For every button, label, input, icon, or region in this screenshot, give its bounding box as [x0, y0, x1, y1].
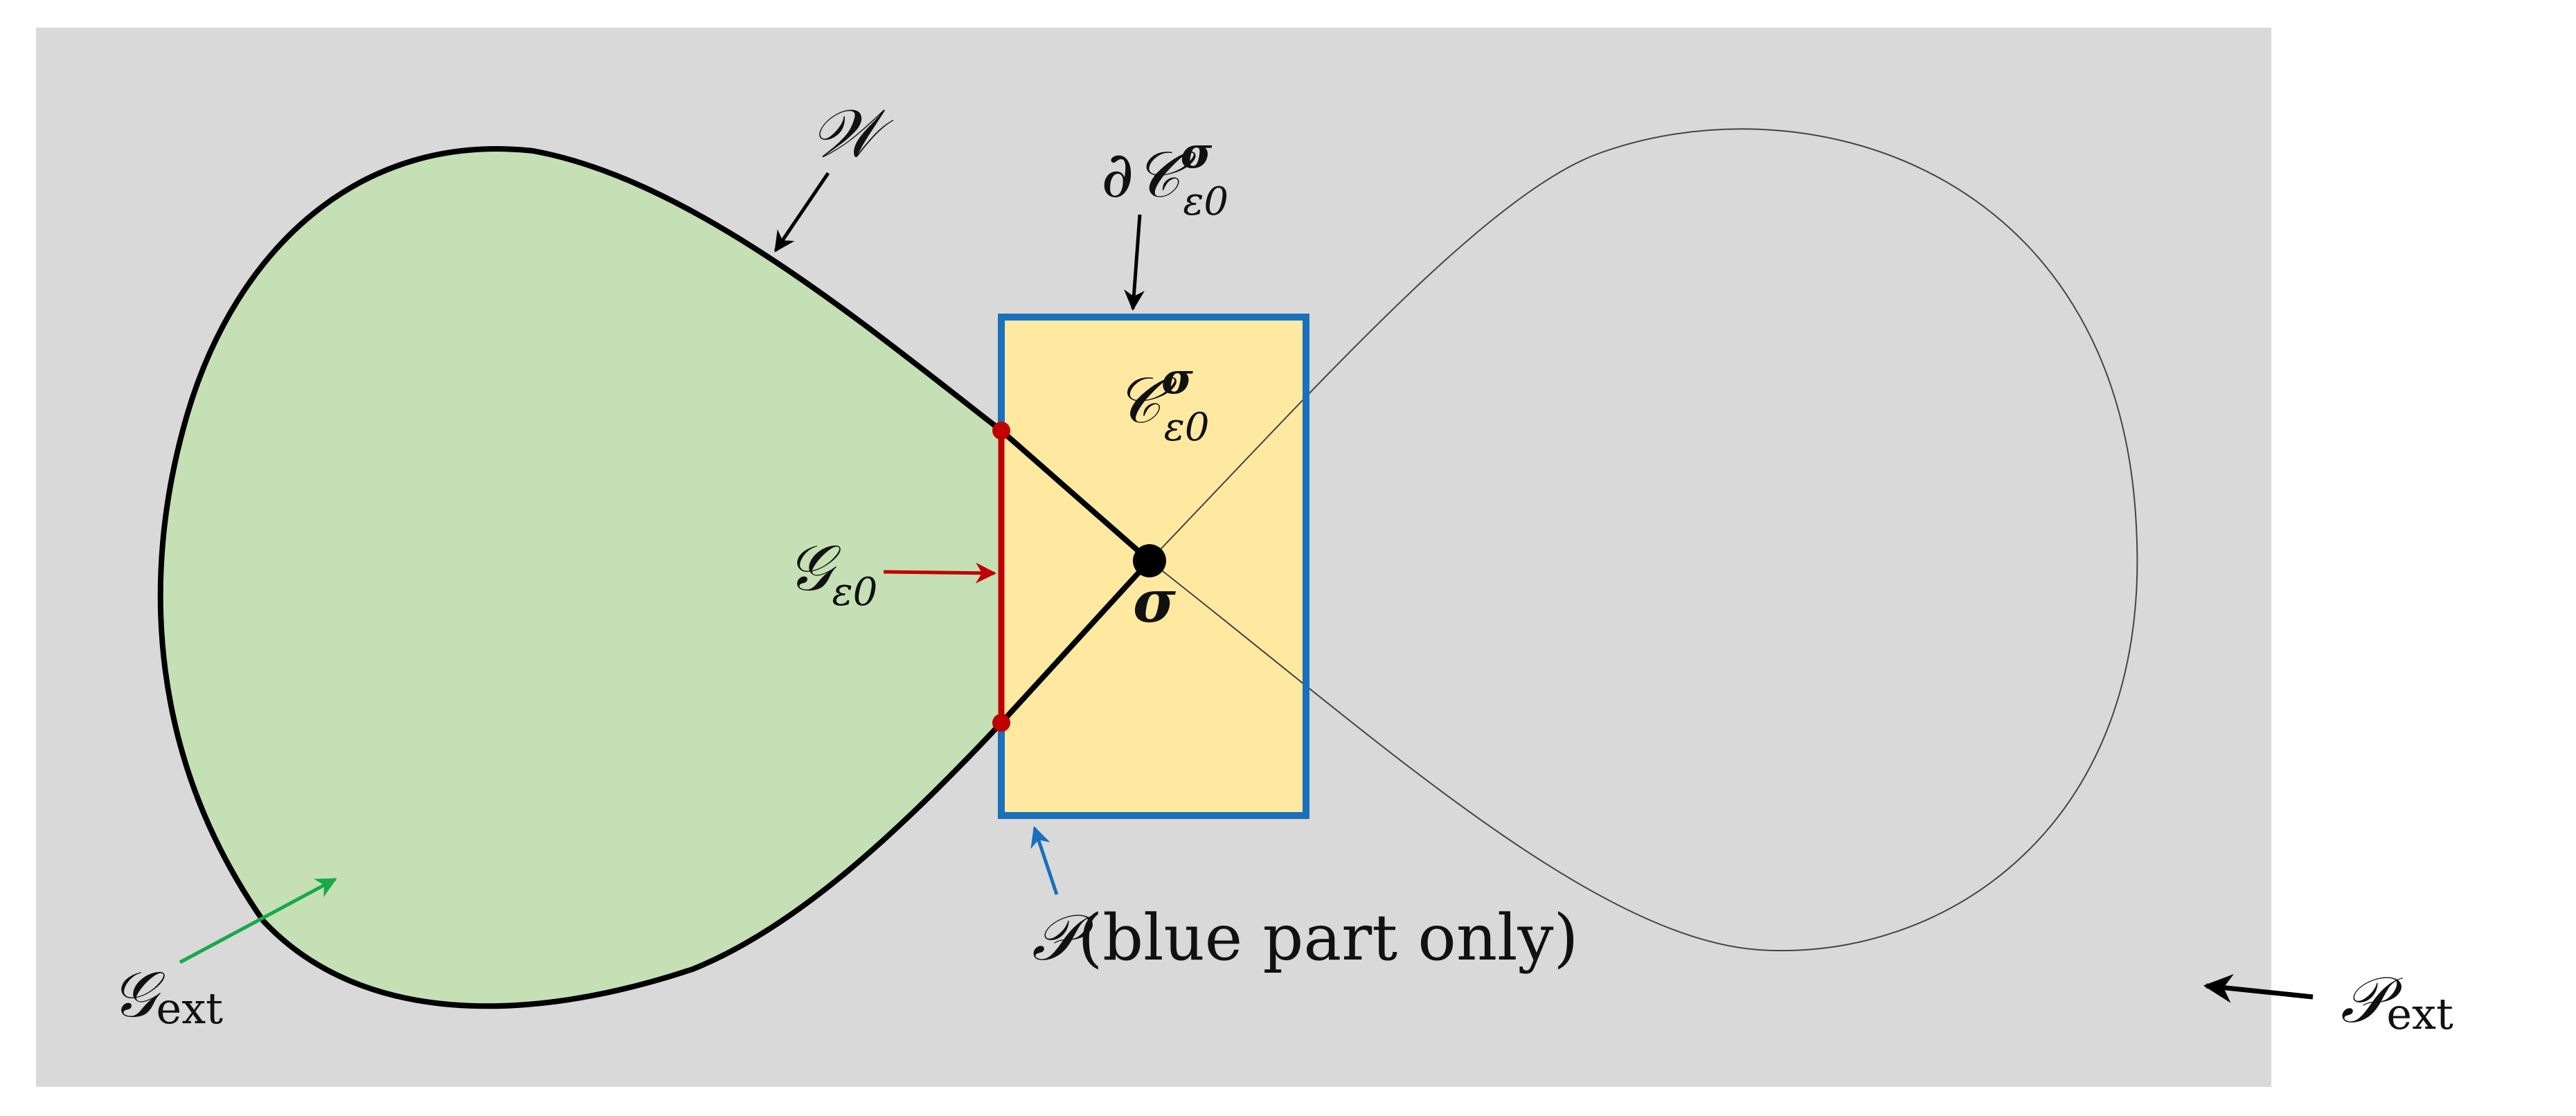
blue-outline-P — [998, 314, 1309, 819]
label-P-ext-sub: ext — [2386, 989, 2453, 1039]
arrow-dC — [1124, 214, 1145, 311]
label-G-ext-sub: ext — [156, 983, 224, 1034]
label-sigma: σ — [1133, 567, 1176, 636]
label-C-sub: ε0 — [1164, 405, 1210, 450]
arrow-G-ext — [179, 877, 337, 964]
label-P-note: (blue part only) — [1077, 901, 1578, 975]
label-P-blue-part: 𝒫(blue part only) — [1032, 901, 1578, 975]
label-G-eps0: 𝒢ε0 — [787, 531, 877, 615]
label-C-sup: σ — [1161, 353, 1193, 404]
W-curve-upper — [157, 145, 1152, 1009]
arrow-P-ext — [2203, 974, 2314, 1003]
right-lobe-thin-curve — [1149, 128, 2138, 952]
arrow-P — [1030, 826, 1059, 895]
red-endpoint-upper — [992, 422, 1010, 440]
label-G-eps-sub: ε0 — [832, 570, 878, 615]
arrow-G-eps0 — [883, 562, 996, 584]
green-region-G-ext — [160, 148, 1002, 1007]
red-endpoint-lower — [992, 714, 1010, 732]
label-dC-sub: ε0 — [1183, 179, 1228, 224]
arrow-W — [773, 172, 830, 253]
label-P-ext: 𝒫ext — [2341, 963, 2453, 1039]
label-dC-sup: σ — [1181, 127, 1213, 178]
sigma-point — [1133, 544, 1166, 577]
